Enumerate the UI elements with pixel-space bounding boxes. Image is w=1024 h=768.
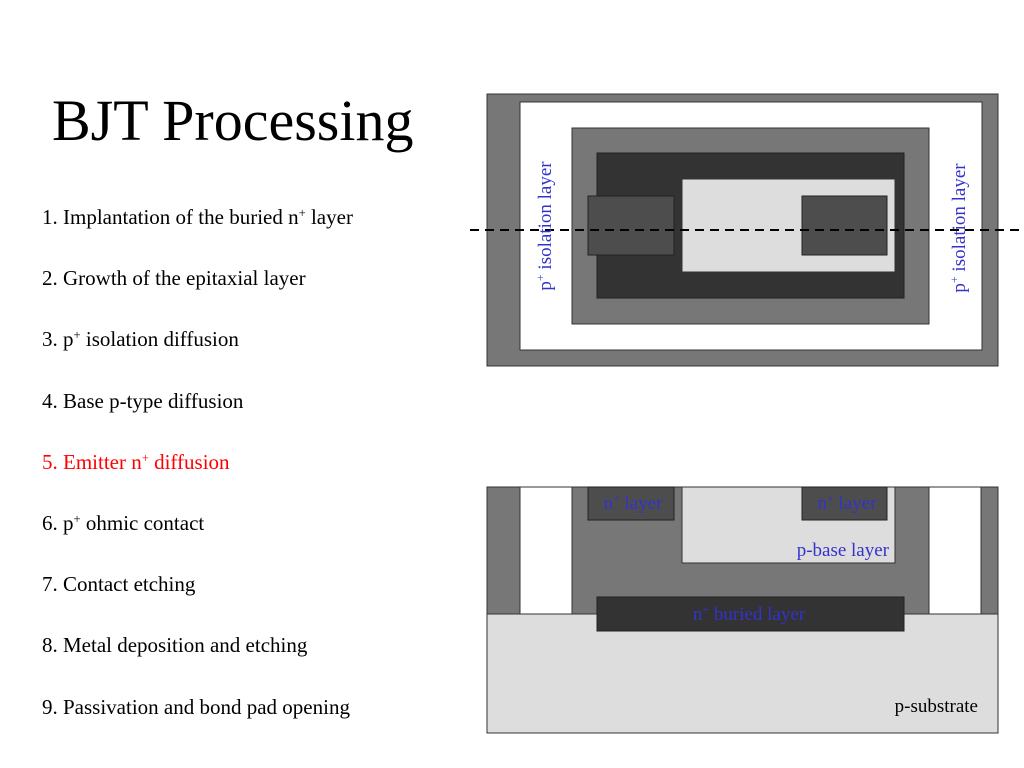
isolation-right-white: [928, 486, 982, 615]
n-buried-layer: [596, 596, 905, 632]
step-superscript: +: [298, 206, 306, 221]
step-item: 4. Base p-type diffusion: [42, 389, 353, 413]
top-view: p+ isolation layer p+ isolation layer: [470, 93, 1024, 367]
isolation-label-left: p+ isolation layer: [533, 161, 556, 291]
top-emitter-left: [587, 195, 675, 256]
step-item: 1. Implantation of the buried n+ layer: [42, 205, 353, 229]
step-text-tail: isolation diffusion: [80, 327, 239, 352]
step-superscript: +: [73, 328, 81, 343]
step-superscript: +: [141, 450, 149, 465]
emitter-right-region: [801, 486, 888, 521]
emitter-left-label: n+ layer: [603, 491, 663, 514]
step-number: 4.: [42, 388, 58, 413]
step-superscript: +: [73, 512, 81, 527]
page-title: BJT Processing: [52, 88, 414, 153]
step-number: 1.: [42, 205, 58, 229]
step-text: Contact etching: [63, 572, 196, 597]
step-text: Base p-type diffusion: [63, 388, 244, 413]
step-text: Metal deposition and etching: [63, 633, 308, 658]
step-text-tail: ohmic contact: [80, 510, 205, 535]
step-text: p: [63, 510, 74, 535]
emitter-right-label: n+ layer: [817, 491, 877, 514]
step-number: 2.: [42, 266, 58, 291]
step-text: Emitter n: [63, 449, 142, 474]
step-item: 6. p+ ohmic contact: [42, 511, 353, 535]
step-item: 3. p+ isolation diffusion: [42, 327, 353, 351]
step-number: 5.: [42, 449, 58, 474]
step-text: p: [63, 327, 74, 352]
p-base-label: p-base layer: [797, 540, 890, 561]
isolation-left-outer: [486, 486, 521, 615]
step-item: 9. Passivation and bond pad opening: [42, 695, 353, 719]
step-item: 5. Emitter n+ diffusion: [42, 450, 353, 474]
step-number: 6.: [42, 510, 58, 535]
p-substrate-region: [486, 613, 999, 734]
step-text: Implantation of the buried n: [63, 205, 299, 229]
step-text: Growth of the epitaxial layer: [63, 266, 306, 291]
n-buried-label: n+ buried layer: [693, 602, 806, 625]
step-text-tail: diffusion: [148, 449, 230, 474]
step-item: 8. Metal deposition and etching: [42, 633, 353, 657]
step-item: 2. Growth of the epitaxial layer: [42, 266, 353, 290]
step-text-tail: layer: [305, 205, 353, 229]
process-steps-list: 1. Implantation of the buried n+ layer 2…: [42, 205, 353, 756]
p-substrate-label: p-substrate: [895, 696, 978, 717]
step-text: Passivation and bond pad opening: [63, 694, 350, 719]
isolation-left-white: [519, 486, 573, 615]
top-emitter-right: [801, 195, 888, 256]
step-number: 7.: [42, 572, 58, 597]
emitter-left-region: [587, 486, 675, 521]
step-number: 9.: [42, 694, 58, 719]
step-item: 7. Contact etching: [42, 572, 353, 596]
isolation-label-right: p+ isolation layer: [947, 163, 970, 293]
cross-section-view: n+ layer n+ layer p-base layer n+ buried…: [486, 486, 999, 734]
isolation-right-outer: [980, 486, 999, 615]
step-number: 3.: [42, 327, 58, 352]
step-number: 8.: [42, 633, 58, 658]
